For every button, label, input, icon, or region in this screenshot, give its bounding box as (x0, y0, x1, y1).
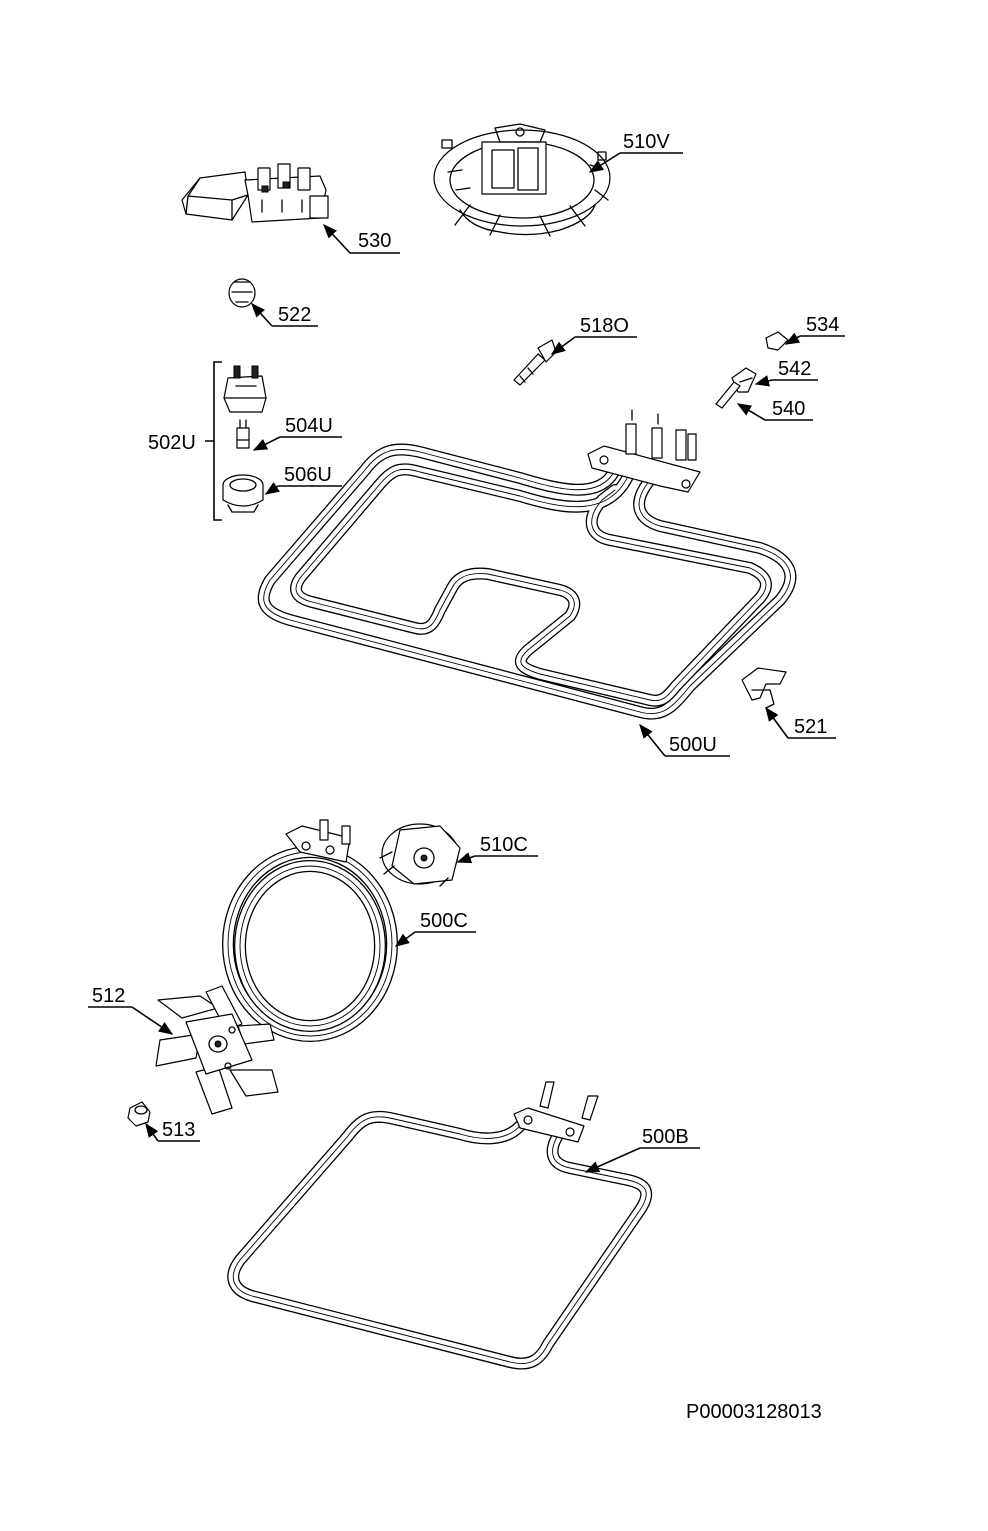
heating-tube-tubec (232, 1116, 647, 1364)
heating-tube-tubec (239, 865, 381, 1027)
part-513-nut (127, 1101, 151, 1127)
heating-tube-tube (227, 1110, 653, 1370)
label-530: 530 (358, 230, 391, 252)
part-512-fan-blade (155, 985, 279, 1115)
label-500C: 500C (420, 910, 468, 932)
part-510C-fan-motor (379, 823, 461, 887)
label-513: 513 (162, 1119, 195, 1141)
label-512: 512 (92, 985, 125, 1007)
part-530-switch-block (181, 163, 329, 223)
part-500C-circular-element (222, 819, 398, 1042)
part-504U-lamp-bulb (236, 419, 250, 449)
label-534: 534 (806, 314, 839, 336)
label-522: 522 (278, 304, 311, 326)
part-500B-bottom-element (227, 1081, 653, 1370)
label-510C: 510C (480, 834, 528, 856)
part-510V-fan-motor (433, 123, 611, 237)
part-500U-grill-element (257, 443, 797, 720)
heating-tube-tubec (263, 449, 791, 715)
part-518O-probe (513, 339, 557, 386)
label-500B: 500B (642, 1126, 689, 1148)
part-500U-bracket (587, 409, 701, 493)
bracket-502U (205, 361, 222, 521)
label-518O: 518O (580, 315, 629, 337)
label-540: 540 (772, 398, 805, 420)
label-500U: 500U (669, 734, 717, 756)
part-506U-lamp-cover (222, 474, 264, 513)
part-522-clip (228, 278, 256, 308)
heating-tube-tubec (295, 468, 767, 702)
label-502U: 502U (148, 432, 196, 454)
part-540-shaft (715, 381, 741, 409)
heating-tube-tubei (223, 847, 397, 1041)
label-521: 521 (794, 716, 827, 738)
heating-tube-tubei (235, 861, 385, 1031)
part-534-lamp-cap (765, 331, 789, 351)
document-code: P00003128013 (686, 1401, 822, 1423)
label-506U: 506U (284, 464, 332, 486)
part-521-clip (741, 667, 787, 709)
heating-tube-tubei (228, 1112, 651, 1369)
label-510V: 510V (623, 131, 670, 153)
label-504U: 504U (285, 415, 333, 437)
label-542: 542 (778, 358, 811, 380)
part-502U-lamp-holder (223, 365, 267, 413)
